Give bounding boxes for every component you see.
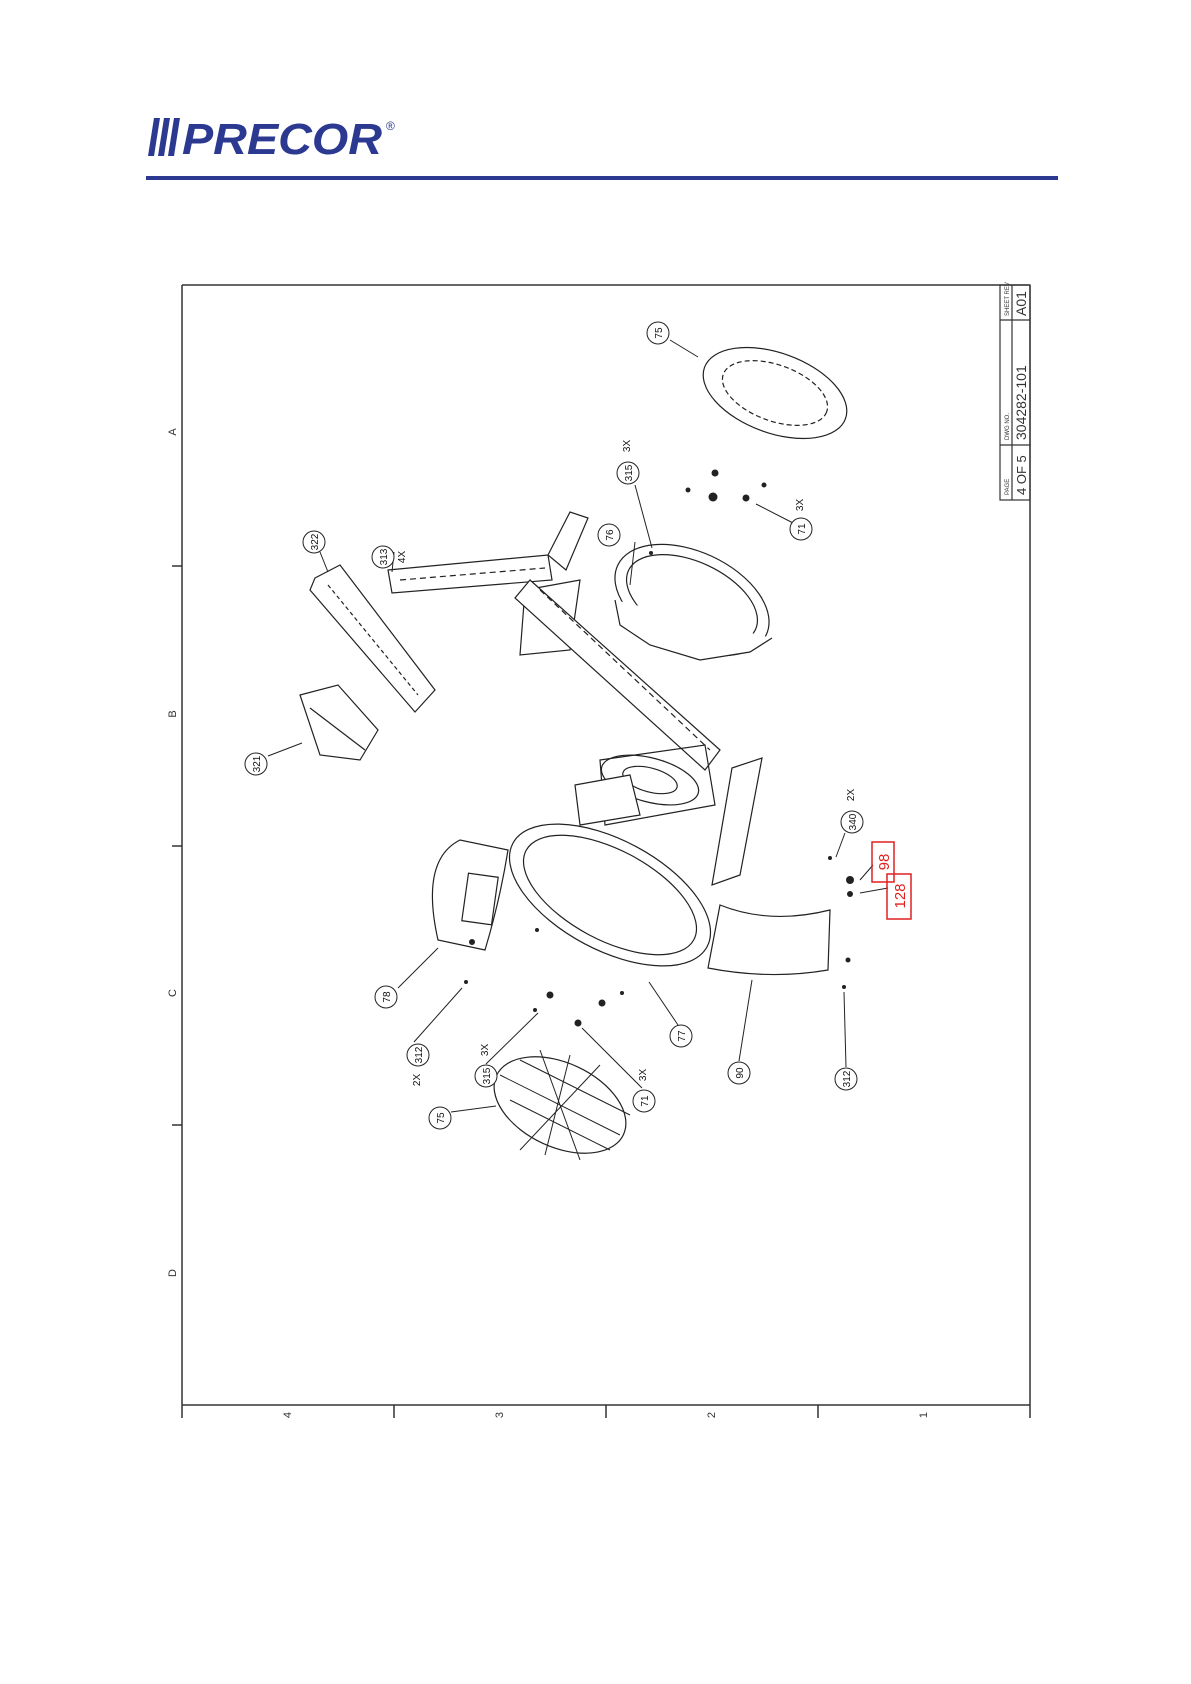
part-90-lower-cover bbox=[708, 905, 830, 975]
highlight-label-128: 128 bbox=[892, 883, 909, 908]
callout-qty: 3X bbox=[480, 1044, 491, 1057]
callout-label: 78 bbox=[382, 991, 393, 1003]
callout-label: 75 bbox=[654, 327, 665, 339]
zone-letter: A bbox=[167, 428, 179, 436]
callout-qty: 2X bbox=[846, 789, 857, 802]
callout-qty: 3X bbox=[622, 440, 633, 453]
page-value: 4 OF 5 bbox=[1014, 455, 1029, 495]
page-label: PAGE bbox=[1005, 479, 1011, 495]
callout-label: 322 bbox=[310, 533, 321, 550]
zone-number: 4 bbox=[282, 1412, 294, 1418]
part-75-grille-disc bbox=[479, 1037, 641, 1172]
callout-label: 315 bbox=[482, 1067, 493, 1084]
callout-label: 71 bbox=[640, 1095, 651, 1107]
callout-label: 76 bbox=[605, 529, 616, 541]
part-321-bracket bbox=[300, 685, 378, 760]
logo-wordmark: PRECOR bbox=[182, 115, 382, 162]
part-78-front-shroud bbox=[432, 840, 508, 950]
precor-logo: PRECOR ® bbox=[146, 112, 416, 162]
callout-label: 90 bbox=[735, 1067, 746, 1079]
exploded-parts-diagram: A B C D 4 3 2 1 SHEET REV A01 DWG NO. 30… bbox=[160, 280, 1040, 1420]
callout-label: 313 bbox=[379, 548, 390, 565]
callout-label: 71 bbox=[797, 523, 808, 535]
callout-label: 315 bbox=[624, 464, 635, 481]
highlight-label-98: 98 bbox=[876, 854, 893, 871]
sheet-rev-value: A01 bbox=[1013, 291, 1029, 316]
header-rule bbox=[146, 176, 1058, 180]
zone-letter: C bbox=[167, 989, 179, 997]
callout-label: 312 bbox=[414, 1046, 425, 1063]
callout-qty: 4X bbox=[397, 551, 408, 564]
dwg-no-label: DWG NO. bbox=[1005, 413, 1011, 440]
callout-label: 77 bbox=[677, 1030, 688, 1042]
callout-qty: 2X bbox=[412, 1074, 423, 1087]
zone-letter: D bbox=[167, 1269, 179, 1277]
callout-label: 75 bbox=[436, 1112, 447, 1124]
logo-stripes-icon bbox=[148, 118, 180, 156]
part-75-cover-disc bbox=[691, 330, 859, 456]
highlight-callouts: 98 128 bbox=[860, 842, 911, 919]
part-77-main-shroud bbox=[487, 795, 733, 995]
callout-qty: 3X bbox=[795, 499, 806, 512]
zone-number: 3 bbox=[494, 1412, 506, 1418]
part-76-shroud bbox=[597, 522, 786, 678]
callout-qty: 3X bbox=[638, 1069, 649, 1082]
dwg-no-value: 304282-101 bbox=[1013, 365, 1029, 440]
zone-number: 2 bbox=[706, 1412, 718, 1418]
sheet-rev-label: SHEET REV bbox=[1005, 282, 1011, 316]
callout-label: 340 bbox=[848, 813, 859, 830]
zone-letter: B bbox=[167, 710, 179, 717]
zone-number: 1 bbox=[918, 1412, 930, 1418]
callout-label: 321 bbox=[252, 755, 263, 772]
callout-label: 312 bbox=[842, 1070, 853, 1087]
logo-registered-mark: ® bbox=[386, 119, 395, 133]
rear-stabilizer bbox=[712, 758, 762, 885]
